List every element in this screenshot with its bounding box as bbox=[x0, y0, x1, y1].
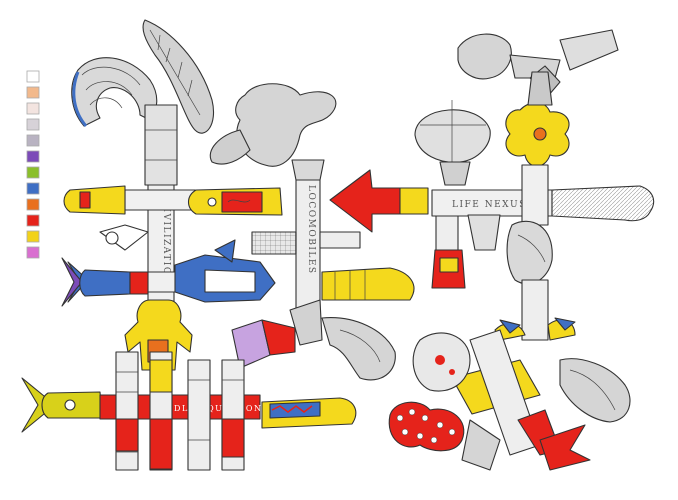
locomobiles-label: LOCOMOBILES bbox=[306, 185, 316, 275]
dome-capsule bbox=[414, 109, 491, 163]
red-bubble-blob bbox=[388, 401, 465, 452]
color-swatch bbox=[26, 182, 40, 195]
life-nexus-assembly: LIFE NEXUS bbox=[388, 29, 655, 471]
color-swatch bbox=[26, 166, 40, 179]
color-swatch bbox=[26, 102, 40, 115]
grey-claw-big bbox=[321, 317, 396, 381]
civilization-label: CIVILIZATION bbox=[161, 200, 171, 285]
grey-wing-left bbox=[209, 129, 251, 165]
yellow-rocket-left bbox=[63, 185, 126, 215]
yellow-bullet bbox=[321, 267, 415, 301]
color-swatch bbox=[26, 134, 40, 147]
color-swatch bbox=[26, 246, 40, 259]
color-palette bbox=[26, 70, 40, 259]
color-swatch bbox=[26, 198, 40, 211]
color-swatch bbox=[26, 118, 40, 131]
grey-shell-cone bbox=[506, 220, 553, 285]
color-swatch bbox=[26, 230, 40, 243]
color-swatch bbox=[26, 70, 40, 83]
textured-log bbox=[551, 185, 655, 222]
grey-blob-creature bbox=[235, 83, 337, 167]
locomobiles-assembly: LOCOMOBILES bbox=[174, 83, 429, 381]
doodle-squadron-assembly: DOODLE SQUADRON bbox=[21, 351, 357, 471]
grey-beetle bbox=[559, 358, 631, 423]
color-swatch bbox=[26, 150, 40, 163]
pencil-tool bbox=[559, 29, 619, 71]
blue-shell-edge bbox=[72, 71, 88, 127]
color-swatch bbox=[26, 86, 40, 99]
color-swatch bbox=[26, 214, 40, 227]
grey-claw-left bbox=[289, 299, 323, 346]
life-nexus-label: LIFE NEXUS bbox=[452, 200, 527, 210]
yellow-astronaut bbox=[124, 299, 193, 371]
red-arrow-rocket bbox=[329, 169, 401, 233]
spiral-shell-creature bbox=[71, 57, 158, 127]
grey-head-creature bbox=[457, 33, 512, 80]
red-flame-tail bbox=[539, 424, 591, 471]
